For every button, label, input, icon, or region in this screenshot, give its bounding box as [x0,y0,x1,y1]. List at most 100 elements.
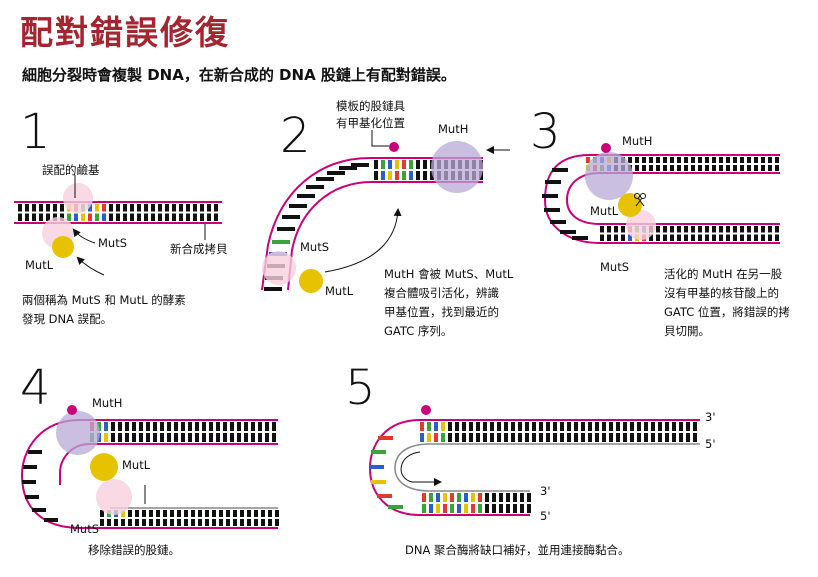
base-pair-rung [160,433,164,442]
base-pair-rung [726,226,730,233]
base-pair-rung [616,433,620,442]
base-pair-rung [132,422,136,431]
base-pair-rung [153,422,157,431]
base-pair-rung [53,204,57,212]
base-pair-rung [511,433,515,442]
base-pair-rung [416,171,420,180]
base-pair-rung [567,422,571,431]
base-pair-rung [374,171,378,180]
base-pair-rung [658,422,662,431]
base-pair-rung [691,226,695,233]
base-pair-rung [693,433,697,442]
base-pair-rung [511,422,515,431]
base-pair-rung [381,171,385,180]
base-pair-rung [693,422,697,431]
base-pair-rung [600,226,604,233]
base-pair-rung [719,165,723,171]
base-pair-rung [740,165,744,171]
base-pair-rung [595,422,599,431]
base-pair-rung [483,422,487,431]
base-pair-rung [212,510,216,517]
base-pair-rung [471,504,475,513]
base-pair-rung [233,519,237,526]
base-pair-rung [216,422,220,431]
panel-4-mutl-label: MutL [122,458,151,472]
base-pair-rung [726,234,730,241]
base-pair-rung [202,422,206,431]
base-pair-rung [195,433,199,442]
base-pair-rung [254,510,258,517]
panel-2-mutl-label: MutL [325,284,354,298]
step-number-1: 1 [20,104,51,160]
base-pair-rung [193,204,197,212]
base-pair-rung [395,171,399,180]
base-pair-rung [144,213,148,221]
base-pair-rung [670,226,674,233]
step-4-caption: 移除錯誤的股鏈。 [88,543,180,557]
base-pair-rung [698,165,702,171]
panel-5-top-5prime-label: 5' [705,437,716,451]
base-pair-rung [244,433,248,442]
base-pair-rung [137,204,141,212]
base-pair-rung [628,157,632,163]
base-pair-rung [179,204,183,212]
base-pair-rung [775,226,779,233]
base-pair-rung [448,422,452,431]
base-pair-rung [525,433,529,442]
base-pair-rung [663,157,667,163]
panel-5-polymerase-arrow [400,451,442,486]
base-pair-rung [102,213,106,221]
base-pair-rung [121,519,125,526]
base-pair-rung [167,433,171,442]
base-pair-rung [740,234,744,241]
panel-1-dna [14,201,222,224]
base-pair-rung [506,504,510,513]
base-pair-rung [436,504,440,513]
base-pair-rung [457,493,461,502]
base-pair-rung [628,234,632,241]
base-pair-rung [247,510,251,517]
base-pair-rung [684,157,688,163]
base-pair-rung [560,433,564,442]
base-pair-rung [237,433,241,442]
base-pair-rung [102,204,106,212]
base-pair-rung [153,433,157,442]
base-pair-rung [104,433,108,442]
base-pair-rung [464,493,468,502]
base-pair-rung [381,160,385,169]
base-pair-rung [88,213,92,221]
base-pair-rung [520,504,524,513]
base-pair-rung [179,213,183,221]
base-pair-rung [186,213,190,221]
base-pair-rung [747,234,751,241]
base-pair-rung [542,194,558,198]
base-pair-rung [128,510,132,517]
panel-3-methyl [601,143,611,153]
base-pair-rung [527,504,531,513]
base-pair-rung [567,433,571,442]
panel-3-muts-label: MutS [600,260,630,274]
base-pair-rung [251,422,255,431]
base-pair-rung [658,433,662,442]
base-pair-rung [719,157,723,163]
base-pair-rung [630,422,634,431]
base-pair-rung [174,433,178,442]
base-pair-rung [388,160,392,169]
base-pair-rung [462,422,466,431]
base-pair-rung [230,422,234,431]
base-pair-rung [719,226,723,233]
base-pair-rung [230,433,234,442]
base-pair-rung [630,433,634,442]
base-pair-rung [656,234,660,241]
base-pair-rung [32,204,36,212]
base-pair-rung [23,465,37,469]
panel-2-muts-glow [262,251,296,285]
base-pair-rung [691,157,695,163]
base-pair-rung [665,433,669,442]
base-pair-rung [60,204,64,212]
base-pair-rung [469,433,473,442]
base-pair-rung [677,226,681,233]
base-pair-rung [144,204,148,212]
panel-2-muth [431,141,483,193]
base-pair-rung [149,519,153,526]
